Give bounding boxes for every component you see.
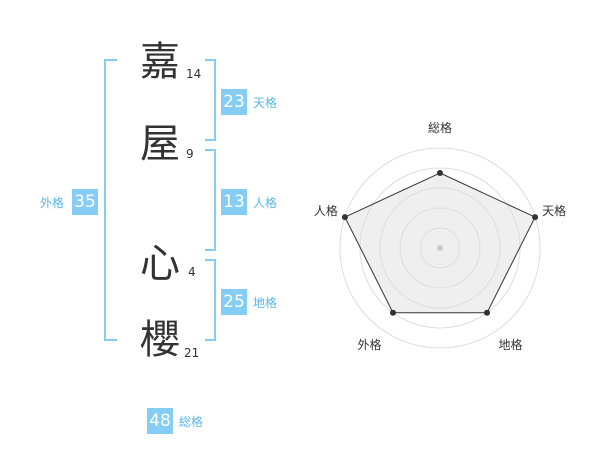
radar-axis-label-2: 地格	[499, 337, 523, 352]
radar-point-2	[484, 309, 491, 316]
radar-point-3	[389, 309, 396, 316]
stroke-count-2: 9	[186, 147, 194, 161]
radar-ring	[419, 227, 461, 269]
radar-axis-label-3: 外格	[357, 337, 381, 352]
radar-axis-label-4: 人格	[314, 203, 338, 218]
stroke-count-3: 4	[188, 265, 196, 279]
jinkaku-value: 13	[221, 189, 247, 215]
gaikaku-label: 外格	[40, 196, 65, 210]
stroke-count-4: 21	[184, 346, 200, 360]
tenkaku-value: 23	[221, 89, 247, 115]
name-char-2: 屋	[140, 121, 180, 167]
radar-axis-label-1: 天格	[542, 203, 566, 218]
radar-point-1	[532, 214, 539, 221]
name-char-4: 櫻	[140, 317, 180, 363]
stroke-count-1: 14	[186, 67, 202, 81]
radar-center	[437, 245, 443, 251]
name-char-1: 嘉	[140, 39, 180, 85]
tenkaku-label: 天格	[253, 96, 278, 110]
radar-axis-label-0: 総格	[428, 120, 452, 135]
radar-point-0	[437, 170, 443, 176]
jinkaku-label: 人格	[253, 196, 278, 210]
radar-outline	[344, 172, 536, 314]
gaikaku-value: 35	[72, 189, 98, 215]
soukaku-label: 総格	[179, 415, 204, 429]
name-char-3: 心	[140, 241, 180, 287]
radar-area	[344, 173, 536, 313]
chikaku-label: 地格	[253, 296, 278, 310]
radar-point-4	[341, 214, 348, 221]
radar-ring	[379, 187, 501, 309]
chikaku-value: 25	[221, 289, 247, 315]
soukaku-value: 48	[147, 408, 173, 434]
radar-ring	[399, 207, 481, 289]
